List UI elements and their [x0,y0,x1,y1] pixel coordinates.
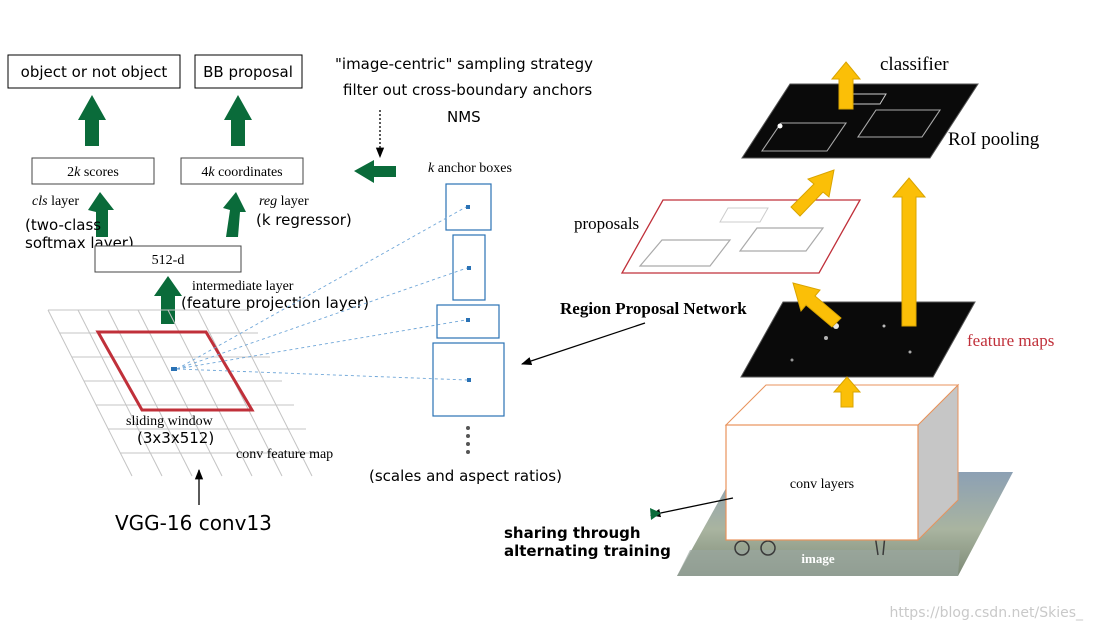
scores-box: 2k scores [31,157,155,185]
anchor-boxes [432,183,505,417]
arrow-up-512-icon [154,276,182,324]
anchor-box-3 [436,304,500,339]
rpn-arrow-icon [521,322,646,365]
anchor-boxes-label: k anchor boxes [428,161,512,176]
ellipsis-dots-icon [466,426,470,454]
sliding-window [95,330,255,412]
conv-layers-block: conv layers [724,383,960,542]
feature-maps-label: feature maps [967,331,1054,350]
conv-feature-map-label: conv feature map [236,447,333,462]
note-filter: filter out cross-boundary anchors [343,81,592,99]
conv-layers-label: conv layers [790,477,854,492]
roi-pooling-label: RoI pooling [948,129,1040,150]
proposals-plane [620,199,862,274]
arrow-up-object-icon [78,95,106,146]
arrow-up-bb-icon [224,95,252,146]
watermark: https://blog.csdn.net/Skies_ [889,605,1084,621]
rpn-label: Region Proposal Network [560,299,747,318]
note-sampling: "image-centric" sampling strategy [335,55,593,73]
sliding-size-label: (3x3x512) [137,429,214,447]
image-label: image [801,551,834,566]
anchor-box-4 [432,342,505,417]
bb-proposal-label: BB proposal [203,63,293,81]
window-center-marker [171,367,177,371]
intermediate-layer-label: intermediate layer [192,279,294,294]
reg-layer-label: reg layer [259,194,309,209]
sharing-arrowhead-icon [650,508,661,520]
anchor-box-2 [452,234,486,301]
sharing-label-1: sharing through [504,524,641,542]
reg-note: (k regressor) [256,211,352,229]
feature-maps-plane [740,301,976,378]
anchor-centers [466,205,471,382]
anchor-projection-lines [176,206,468,381]
arrow-roi-to-classifier-icon [830,61,862,110]
arrow-up-reg-icon [223,192,246,237]
arrow-up-cls-icon [88,192,114,237]
arrow-fmap-to-prop-icon [792,282,842,328]
arrow-prop-to-roi-icon [790,169,835,217]
sliding-window-label: sliding window [126,414,214,429]
arrow-left-anchor-icon [354,160,396,183]
feature-projection-label: (feature projection layer) [181,294,369,312]
arrow-fmap-to-roi-icon [891,177,927,327]
bb-proposal-box: BB proposal [194,54,303,89]
cls-layer-label: cls layer [32,194,79,209]
svg-text:512-d: 512-d [152,253,185,268]
object-or-not-label: object or not object [21,63,168,81]
sharing-label-2: alternating training [504,542,671,560]
classifier-label: classifier [880,54,949,75]
anchor-box-1 [445,183,492,231]
svg-text:4k coordinates: 4k coordinates [201,165,282,180]
512d-box: 512-d [94,245,242,273]
svg-text:2k scores: 2k scores [67,165,119,180]
sharing-arrow-icon [649,497,734,518]
cls-note-1: (two-class [25,216,101,234]
proposals-label: proposals [574,214,639,233]
coordinates-box: 4k coordinates [180,157,304,185]
note-nms: NMS [447,108,481,126]
object-or-not-box: object or not object [7,54,181,89]
arrow-conv-to-fmap-icon [832,376,862,408]
green-arrows [78,95,396,324]
scales-aspect-label: (scales and aspect ratios) [369,467,562,485]
yellow-arrows [790,61,927,408]
vgg-label: VGG-16 conv13 [115,511,272,535]
roi-pooling-plane [741,83,979,159]
